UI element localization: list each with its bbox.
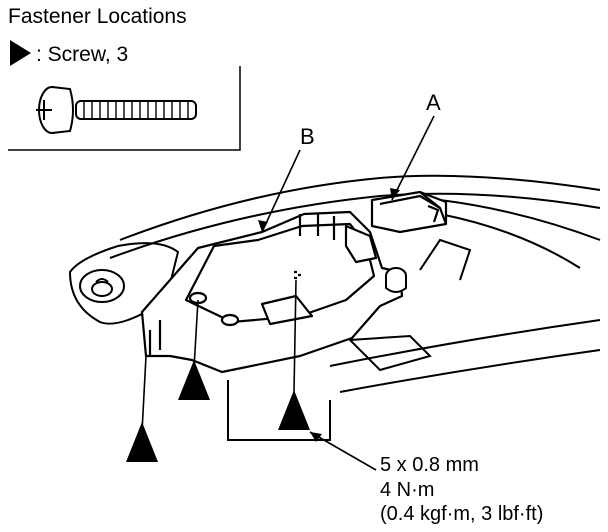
arrowhead-b xyxy=(258,220,268,232)
door-panel-outline xyxy=(68,174,601,441)
leader-lines xyxy=(141,115,435,471)
callout-b-label: B xyxy=(300,124,315,149)
screw-marker-3 xyxy=(278,390,310,430)
triangle-marker-icon xyxy=(10,40,31,66)
screw-marker-2 xyxy=(178,360,210,400)
legend-box xyxy=(8,66,241,151)
callout-a-label: A xyxy=(426,90,441,115)
bolt-boss xyxy=(79,269,125,303)
screw-marker-1 xyxy=(126,422,158,462)
connector-a xyxy=(370,190,448,234)
legend-text: : Screw, 3 xyxy=(36,43,129,66)
screw-icon xyxy=(36,86,197,134)
arrowhead-a xyxy=(390,188,400,200)
bracket-b xyxy=(140,210,404,374)
arrowhead-spec xyxy=(310,432,322,442)
spec-torque: 4 N·m xyxy=(380,479,435,501)
spec-size: 5 x 0.8 mm xyxy=(380,454,479,476)
post xyxy=(385,267,407,293)
spec-torque-alt: (0.4 kgf·m, 3 lbf·ft) xyxy=(380,503,544,525)
diagram-title: Fastener Locations xyxy=(8,5,187,28)
